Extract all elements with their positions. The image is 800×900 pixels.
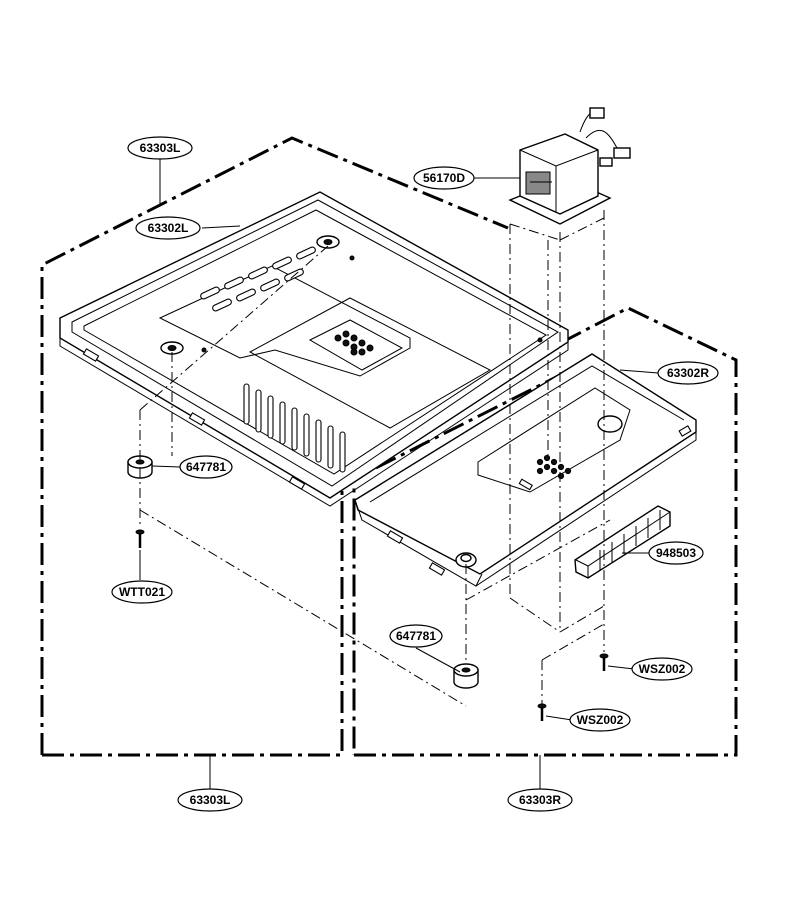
label-63302R: 63302R (667, 366, 709, 380)
callout-647781-right: 647781 (389, 624, 443, 648)
vent-grid-right (536, 454, 572, 480)
base-plate-right (354, 353, 697, 587)
label-647781-right: 647781 (396, 629, 436, 643)
label-948503: 948503 (656, 546, 696, 560)
label-63303L-bottom: 63303L (190, 793, 231, 807)
transformer-part (508, 107, 631, 225)
callout-WSZ002-a: WSZ002 (631, 657, 693, 681)
screw-right-a-part (599, 653, 609, 671)
callout-63303L-bottom: 63303L (177, 788, 243, 812)
callout-647781-left: 647781 (179, 455, 233, 479)
callout-948503: 948503 (648, 541, 704, 565)
base-plate-left (59, 191, 569, 507)
callout-WTT021: WTT021 (111, 580, 173, 604)
label-56170D: 56170D (423, 171, 465, 185)
label-647781-left: 647781 (186, 460, 226, 474)
callout-63303R-bottom: 63303R (507, 788, 573, 812)
screw-right-b-part (537, 703, 547, 721)
label-63303R-bottom: 63303R (519, 793, 561, 807)
assembly-outline-left (40, 136, 591, 757)
callout-63303L-top: 63303L (127, 136, 193, 160)
callout-63302R: 63302R (657, 361, 719, 385)
assembly-outline-right (352, 306, 738, 757)
label-63302L: 63302L (148, 221, 189, 235)
filter-pad-part (574, 505, 671, 579)
louvers-side (243, 383, 346, 473)
callout-WSZ002-b: WSZ002 (569, 708, 631, 732)
alignment-guides (139, 210, 611, 707)
callout-63302L: 63302L (135, 216, 201, 240)
foot-right-part (453, 663, 479, 689)
label-WSZ002-a: WSZ002 (639, 662, 686, 676)
label-WSZ002-b: WSZ002 (577, 713, 624, 727)
screw-left-part (135, 529, 145, 548)
label-WTT021: WTT021 (119, 585, 165, 599)
callout-56170D: 56170D (413, 166, 475, 190)
label-63303L-top: 63303L (140, 141, 181, 155)
vent-grid-left (334, 330, 374, 356)
leader-lines (139, 159, 659, 790)
